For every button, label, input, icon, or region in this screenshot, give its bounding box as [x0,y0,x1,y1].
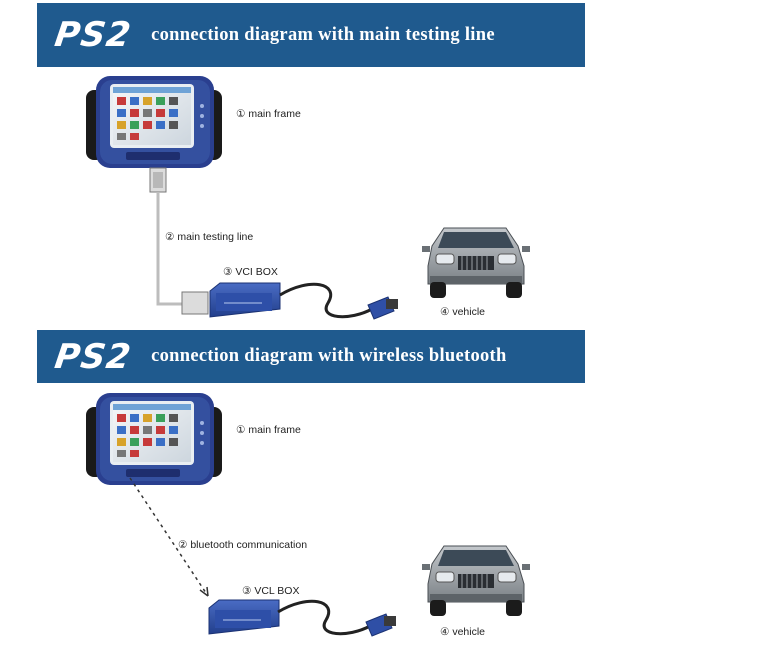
label-main-frame-bottom: ① main frame [236,424,301,436]
vci-box-top [209,282,281,318]
label-vci-box: ③ VCI BOX [223,266,278,278]
label-bluetooth-communication: ② bluetooth communication [178,539,308,551]
header-banner-bluetooth: PS2 connection diagram with wireless blu… [37,330,585,383]
label-vehicle-top: ④ vehicle [440,306,486,318]
label-vcl-box: ③ VCL BOX [242,585,300,597]
ps2-logo: PS2 [52,336,134,377]
obd-cable-bottom [276,599,398,638]
vehicle-top [421,227,531,299]
obd-cable-top [278,282,400,321]
vehicle-bottom [421,545,531,617]
diagram-title: connection diagram with main testing lin… [151,24,495,45]
vcl-box-bottom [208,599,280,635]
bluetooth-arrow-head [199,586,209,597]
db-connector-top [149,167,167,193]
header-banner-main-line: PS2 connection diagram with main testing… [37,3,585,67]
label-vehicle-bottom: ④ vehicle [440,626,486,638]
diagram-title: connection diagram with wireless bluetoo… [151,346,507,366]
main-testing-line [156,192,190,306]
label-main-testing-line: ② main testing line [165,231,254,243]
line-connector-top [181,291,209,315]
main-frame-device-top [86,76,222,168]
main-frame-device-bottom [86,393,222,485]
label-main-frame-top: ① main frame [236,108,301,120]
bluetooth-link-line [129,477,209,597]
